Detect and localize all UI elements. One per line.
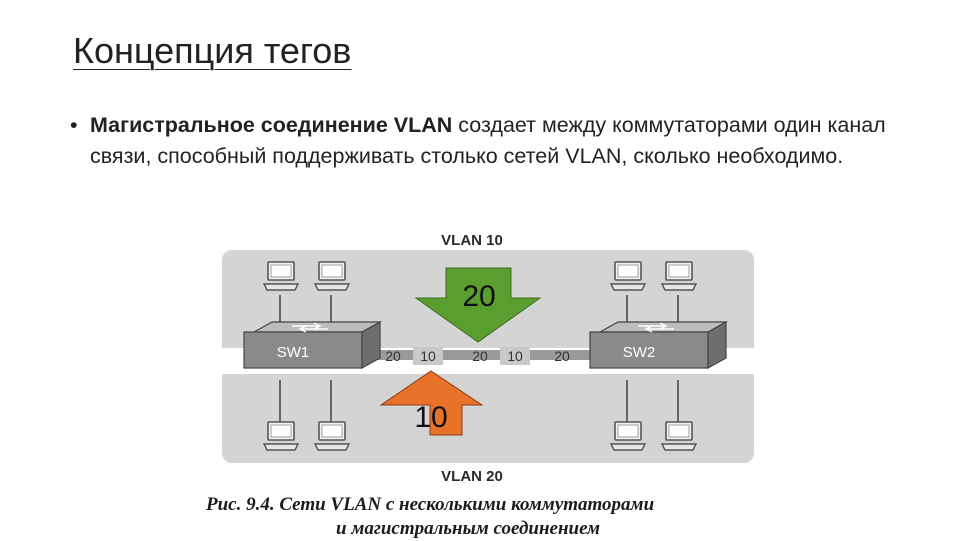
arrow-up-icon: 10 (379, 370, 484, 436)
bullet-bold-text: Магистральное соединение VLAN (90, 113, 453, 137)
caption-line-1: Рис. 9.4. Сети VLAN с несколькими коммут… (206, 494, 655, 515)
pc-icon (314, 261, 350, 291)
trunk-frame-label: 20 (472, 348, 488, 364)
switch-sw2: SW2 (589, 320, 729, 370)
pc-icon (610, 261, 646, 291)
trunk-frames: 20 10 20 10 20 (385, 347, 570, 365)
vlan10-label: VLAN 10 (441, 232, 503, 249)
pc-icon (263, 261, 299, 291)
arrow-up-label: 10 (414, 401, 447, 434)
pc-icon (661, 261, 697, 291)
arrow-down-label: 20 (462, 280, 495, 313)
arrow-down-icon: 20 (414, 267, 542, 343)
bullet-paragraph: • Магистральное соединение VLAN создает … (70, 110, 910, 172)
trunk-frame-label: 10 (507, 348, 523, 364)
bullet-marker: • (70, 113, 78, 137)
trunk-frame-label: 20 (554, 348, 570, 364)
pc-icon (263, 421, 299, 451)
switch-sw1: SW1 (243, 320, 383, 370)
slide-title: Концепция тегов (73, 30, 352, 71)
switch-sw2-label: SW2 (623, 344, 656, 361)
trunk-frame-label: 20 (385, 348, 401, 364)
bullet-text: создает между коммутаторами один канал с… (90, 113, 886, 168)
switch-sw1-label: SW1 (277, 344, 310, 361)
vlan-trunk-diagram: 20 10 20 10 20 SW1 SW2 VLAN 10 VLAN 20 2… (222, 232, 754, 485)
trunk-frame-label: 10 (420, 348, 436, 364)
caption-line-2: и магистральным соединением (336, 518, 601, 539)
vlan20-label: VLAN 20 (441, 468, 503, 485)
pc-icon (610, 421, 646, 451)
pc-icon (314, 421, 350, 451)
figure-caption: Рис. 9.4. Сети VLAN с несколькими коммут… (206, 493, 766, 541)
pc-icon (661, 421, 697, 451)
